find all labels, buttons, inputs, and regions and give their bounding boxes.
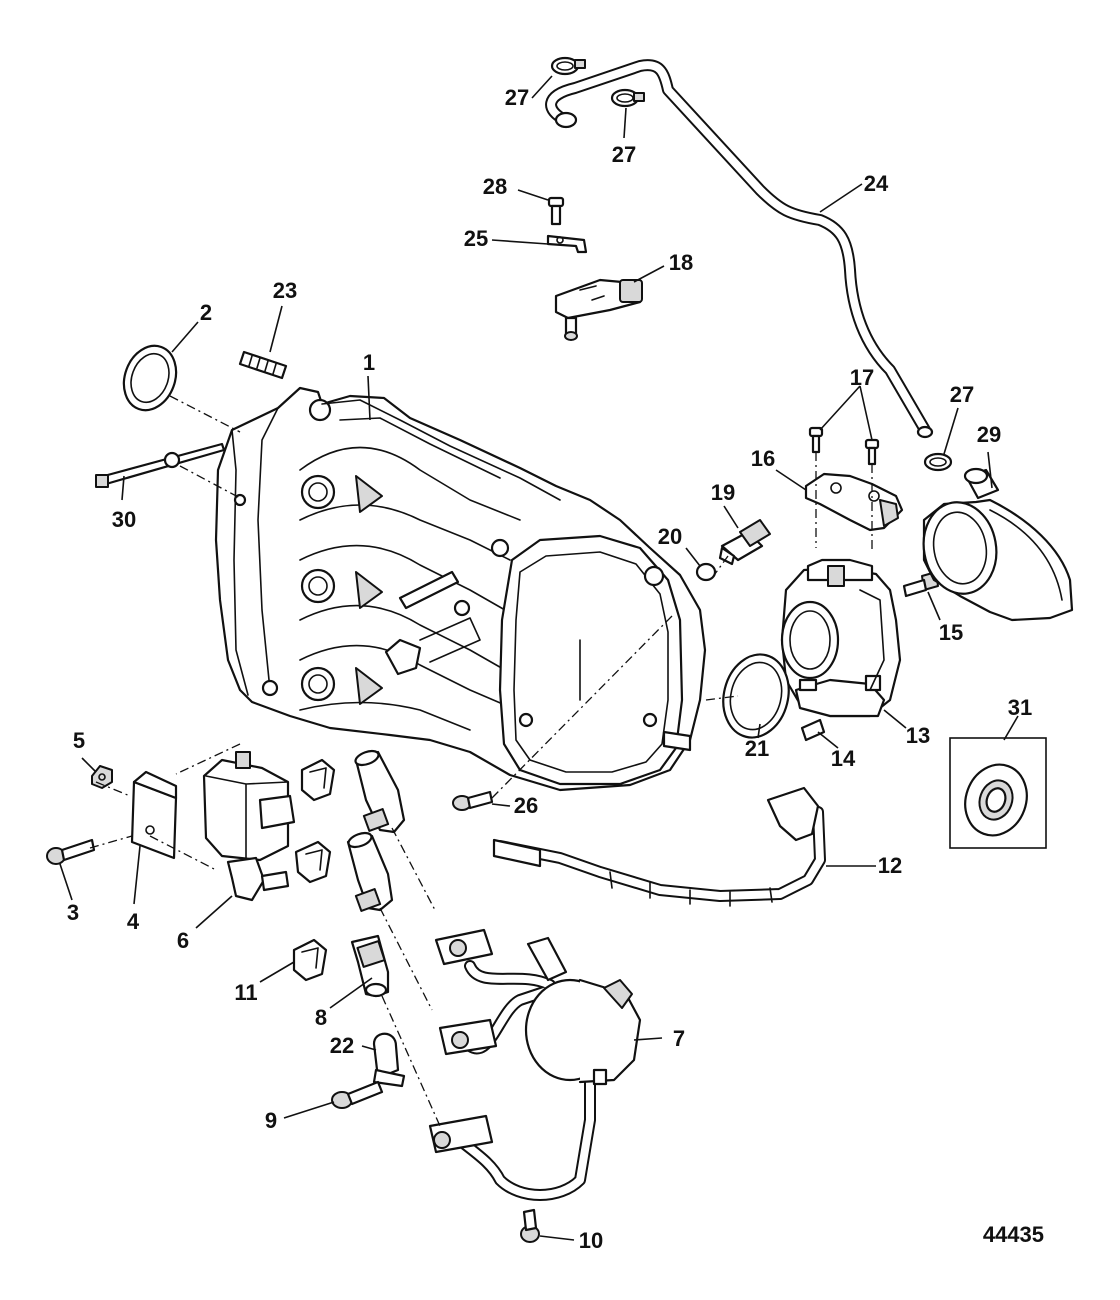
callout-17: 17 <box>850 365 874 390</box>
callout-13: 13 <box>906 723 930 748</box>
hose-clamp-27-top-left <box>550 56 586 76</box>
screw-17-right <box>864 438 880 466</box>
callout-labels: 1 2 3 4 5 6 7 8 9 10 11 12 13 14 15 16 1… <box>67 85 1032 1253</box>
bolt-9 <box>331 1080 384 1109</box>
clip-22 <box>372 1032 406 1088</box>
sensor-16 <box>804 472 904 532</box>
callout-30: 30 <box>112 507 136 532</box>
callout-27-top-right: 27 <box>612 142 636 167</box>
gasket-21 <box>722 653 790 739</box>
cable-tie-30 <box>95 442 226 488</box>
temperature-sensor-19 <box>718 519 771 566</box>
callout-27-top-left: 27 <box>505 85 529 110</box>
leader-lines <box>59 75 1019 1241</box>
bolt-26 <box>452 790 494 811</box>
callout-7: 7 <box>673 1026 685 1051</box>
callout-25: 25 <box>464 226 488 251</box>
callout-20: 20 <box>658 524 682 549</box>
callout-31: 31 <box>1008 695 1032 720</box>
callout-16: 16 <box>751 446 775 471</box>
callout-28: 28 <box>483 174 507 199</box>
callout-29: 29 <box>977 422 1001 447</box>
map-sensor-18 <box>554 278 643 341</box>
callout-11: 11 <box>234 980 257 1005</box>
screw-17-left <box>808 426 824 454</box>
figure-number: 44435 <box>983 1222 1044 1247</box>
bracket-25 <box>546 234 588 254</box>
breather-hose-24 <box>545 59 934 439</box>
inset-31 <box>949 737 1047 849</box>
callout-27-right: 27 <box>950 382 974 407</box>
callout-9: 9 <box>265 1108 277 1133</box>
callout-5: 5 <box>73 728 85 753</box>
bolt-3 <box>46 838 96 865</box>
callout-15: 15 <box>939 620 963 645</box>
bolt-10 <box>520 1208 540 1243</box>
fuel-injector-8-top <box>354 749 406 834</box>
fuel-injector-8-bottom <box>350 934 390 998</box>
screw-28 <box>547 196 565 226</box>
pin-14 <box>800 718 826 742</box>
callout-26: 26 <box>514 793 538 818</box>
o-ring-20 <box>695 562 717 582</box>
callout-21: 21 <box>745 736 769 761</box>
air-intake-elbow-29 <box>922 467 1074 622</box>
clip-11-middle <box>294 840 332 884</box>
fuel-injector-8-middle <box>346 831 394 912</box>
callout-18: 18 <box>669 250 693 275</box>
callout-14: 14 <box>831 746 856 771</box>
callout-22: 22 <box>330 1033 354 1058</box>
throttle-body-13 <box>780 558 902 718</box>
bracket-4 <box>130 770 178 860</box>
callout-19: 19 <box>711 480 735 505</box>
assembly-center-lines <box>89 395 873 1127</box>
callout-4: 4 <box>127 909 140 934</box>
spark-plug-wire-12 <box>492 786 826 907</box>
callout-12: 12 <box>878 853 902 878</box>
solenoid-valve-6 <box>202 751 296 902</box>
callout-6: 6 <box>177 928 189 953</box>
hose-clamp-27-top-right <box>610 88 645 108</box>
callout-24: 24 <box>864 171 889 196</box>
callout-8: 8 <box>315 1005 327 1030</box>
stud-23 <box>238 350 288 380</box>
callout-10: 10 <box>579 1228 603 1253</box>
callout-23: 23 <box>273 278 297 303</box>
gasket-2 <box>122 344 178 412</box>
callout-3: 3 <box>67 900 79 925</box>
wire-harness-7 <box>428 928 642 1201</box>
clip-11-top <box>300 758 336 802</box>
callout-2: 2 <box>200 300 212 325</box>
clip-11-bottom <box>292 938 328 982</box>
callout-1: 1 <box>363 350 375 375</box>
intake-manifold-1 <box>214 386 707 792</box>
hose-clamp-27-right <box>923 452 953 472</box>
